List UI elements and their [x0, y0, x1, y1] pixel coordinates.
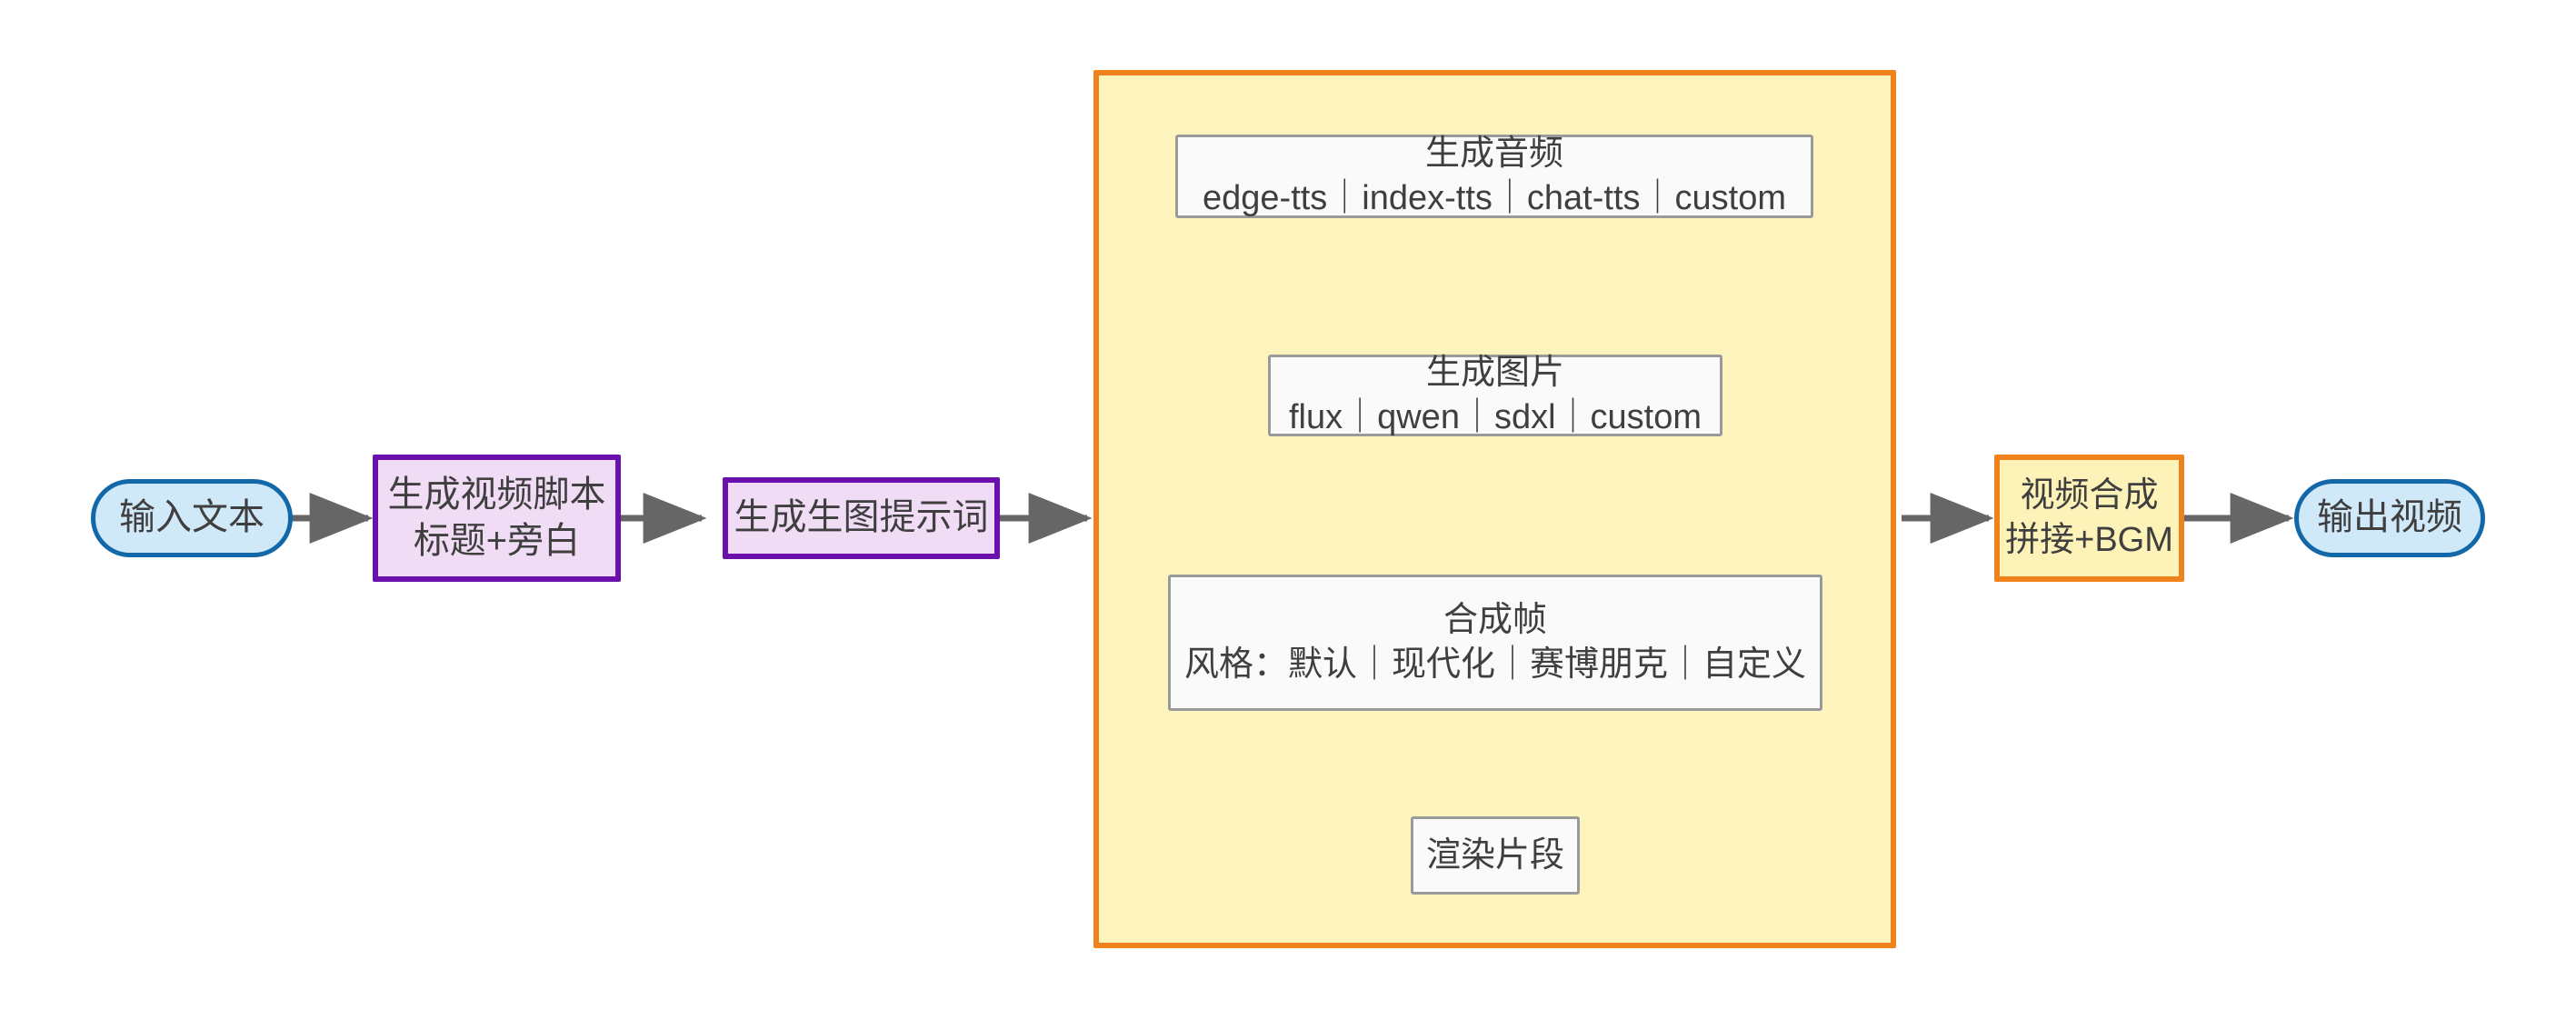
node-render-clip[interactable]: 渲染片段	[1411, 816, 1580, 895]
node-generate-audio[interactable]: 生成音频 edge-tts｜index-tts｜chat-tts｜custom	[1175, 135, 1813, 218]
node-generate-audio-line2: edge-tts｜index-tts｜chat-tts｜custom	[1203, 179, 1786, 217]
node-generate-audio-line1: 生成音频	[1424, 135, 1563, 174]
node-generate-image-line2: flux｜qwen｜sdxl｜custom	[1288, 398, 1702, 436]
node-output-video[interactable]: 输出视频	[2294, 479, 2485, 557]
node-input-text[interactable]: 输入文本	[91, 479, 293, 557]
node-generate-prompt[interactable]: 生成生图提示词	[723, 477, 1000, 559]
node-video-compose[interactable]: 视频合成 拼接+BGM	[1994, 455, 2184, 582]
node-compose-frame-line2: 风格：默认｜现代化｜赛博朋克｜自定义	[1183, 645, 1806, 684]
node-input-text-label: 输入文本	[119, 497, 265, 538]
node-compose-frame-line1: 合成帧	[1443, 601, 1547, 640]
node-output-video-label: 输出视频	[2317, 497, 2462, 538]
node-generate-script-line1: 生成视频脚本	[387, 474, 606, 515]
node-generate-script-line2: 标题+旁白	[413, 521, 581, 561]
node-generate-image[interactable]: 生成图片 flux｜qwen｜sdxl｜custom	[1268, 354, 1722, 436]
node-video-compose-line1: 视频合成	[2020, 476, 2159, 515]
node-compose-frame[interactable]: 合成帧 风格：默认｜现代化｜赛博朋克｜自定义	[1168, 575, 1822, 711]
node-generate-prompt-label: 生成生图提示词	[734, 497, 989, 538]
node-render-clip-label: 渲染片段	[1425, 835, 1564, 875]
node-generate-script[interactable]: 生成视频脚本 标题+旁白	[373, 455, 621, 582]
node-video-compose-line2: 拼接+BGM	[2005, 521, 2173, 559]
node-generate-image-line1: 生成图片	[1425, 354, 1564, 393]
